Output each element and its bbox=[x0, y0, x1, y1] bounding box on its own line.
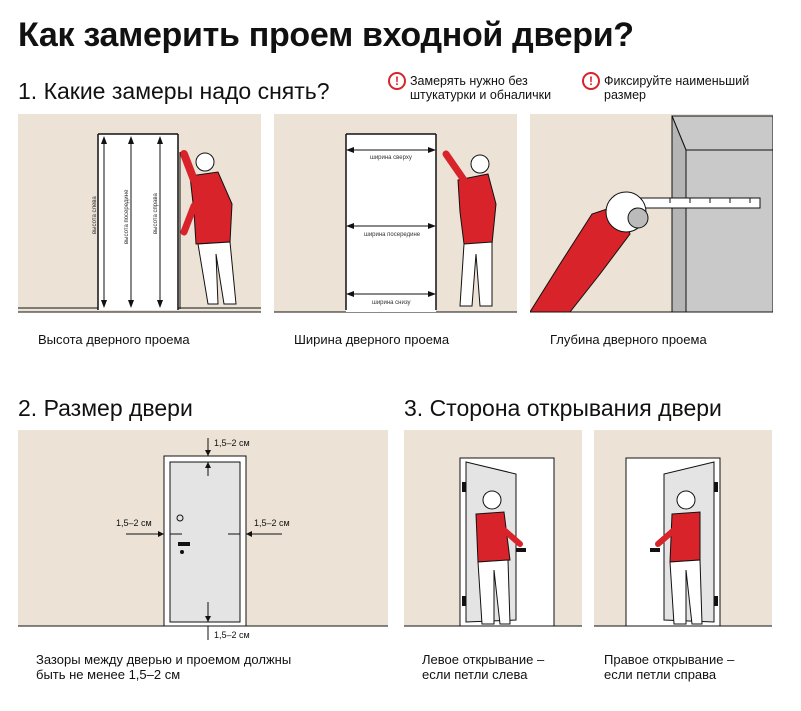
caption-line: Зазоры между дверью и проемом должны bbox=[36, 652, 292, 667]
hinge-icon bbox=[462, 482, 466, 492]
label-height-left: высота слева bbox=[92, 196, 98, 234]
width-illustration: ширина сверху ширина посередине ширина с… bbox=[274, 114, 517, 347]
label-height-right: высота справа bbox=[153, 193, 159, 235]
label-width-top: ширина сверху bbox=[370, 155, 412, 161]
tape-measure-ticks bbox=[669, 198, 751, 203]
section1-heading: 1. Какие замеры надо снять? bbox=[18, 78, 330, 104]
panel-depth: Глубина дверного проема bbox=[529, 114, 774, 364]
section3-heading: 3. Сторона открывания двери bbox=[404, 395, 722, 421]
gap-left-label: 1,5–2 см bbox=[116, 518, 152, 528]
lock-icon bbox=[176, 514, 184, 522]
panel-door-size: 1,5–2 см 1,5–2 см 1,5–2 см 1,5–2 см Зазо… bbox=[18, 430, 388, 690]
note-line: Замерять нужно без bbox=[410, 74, 528, 88]
page-title: Как замерить проем входной двери? bbox=[18, 16, 634, 54]
hinge-icon bbox=[714, 596, 718, 606]
warning-icon: ! bbox=[388, 72, 406, 90]
door-handle-icon bbox=[178, 542, 190, 546]
hinge-icon bbox=[714, 482, 718, 492]
section2-heading: 2. Размер двери bbox=[18, 395, 193, 421]
caption-line: Правое открывание – bbox=[604, 652, 735, 667]
label-width-bottom: ширина снизу bbox=[372, 300, 411, 306]
person-figure bbox=[442, 150, 497, 307]
caption-line: если петли справа bbox=[604, 667, 717, 682]
hinge-icon bbox=[462, 596, 466, 606]
caption-line: если петли слева bbox=[422, 667, 528, 682]
door-handle-icon bbox=[516, 548, 526, 552]
panel-height: высота слева высота посередине высота сп… bbox=[18, 114, 261, 364]
door-gap-illustration: 1,5–2 см 1,5–2 см 1,5–2 см 1,5–2 см bbox=[18, 430, 388, 640]
caption-height: Высота дверного проема bbox=[38, 332, 190, 347]
person-figure bbox=[475, 490, 523, 625]
depth-illustration: Глубина дверного проема bbox=[529, 114, 774, 347]
gap-bottom-label: 1,5–2 см bbox=[214, 630, 250, 640]
gap-right-label: 1,5–2 см bbox=[254, 518, 290, 528]
left-opening-caption: Левое открывание – если петли слева bbox=[422, 652, 582, 682]
warning-icon: ! bbox=[582, 72, 600, 90]
caption-depth: Глубина дверного проема bbox=[550, 332, 707, 347]
note-line: Фиксируйте наименьший bbox=[604, 74, 750, 88]
note-min-size: Фиксируйте наименьший размер bbox=[604, 74, 749, 102]
door-gap-caption: Зазоры между дверью и проемом должны быт… bbox=[36, 652, 376, 682]
person-figure bbox=[655, 490, 703, 625]
height-illustration: высота слева высота посередине высота сп… bbox=[18, 114, 261, 347]
label-height-middle: высота посередине bbox=[124, 189, 130, 244]
panel-left-opening: Левое открывание – если петли слева bbox=[404, 430, 582, 690]
gap-top-label: 1,5–2 см bbox=[214, 438, 250, 448]
panel-width: ширина сверху ширина посередине ширина с… bbox=[274, 114, 517, 364]
caption-line: Левое открывание – bbox=[422, 652, 545, 667]
label-width-middle: ширина посередине bbox=[364, 232, 421, 238]
caption-line: быть не менее 1,5–2 см bbox=[36, 667, 181, 682]
person-figure bbox=[179, 150, 237, 309]
door-handle-icon bbox=[650, 548, 660, 552]
right-opening-illustration bbox=[594, 430, 772, 627]
caption-width: Ширина дверного проема bbox=[294, 332, 450, 347]
left-opening-illustration bbox=[404, 430, 582, 627]
right-opening-caption: Правое открывание – если петли справа bbox=[604, 652, 772, 682]
note-line: штукатурки и обналички bbox=[410, 88, 552, 102]
note-no-plaster: Замерять нужно без штукатурки и обналичк… bbox=[410, 74, 551, 102]
hand-with-tape-figure bbox=[529, 191, 649, 313]
panel-right-opening: Правое открывание – если петли справа bbox=[594, 430, 772, 690]
note-line: размер bbox=[604, 88, 646, 102]
